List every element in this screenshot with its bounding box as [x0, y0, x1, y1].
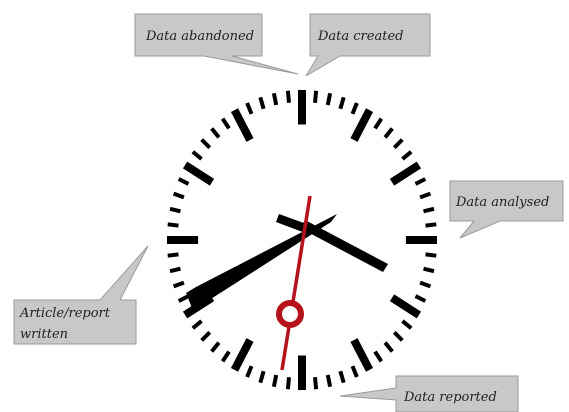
minute-tick	[271, 374, 279, 388]
hour-tick	[350, 108, 374, 142]
minute-tick	[271, 92, 279, 106]
minute-tick	[169, 266, 181, 274]
minute-tick	[383, 341, 394, 353]
callout-data-abandoned: Data abandoned	[134, 13, 299, 75]
minute-tick	[258, 96, 266, 110]
hour-tick	[182, 161, 215, 186]
clock-ticks	[167, 90, 437, 390]
minute-tick	[200, 138, 212, 150]
callout-bubble	[449, 180, 564, 239]
hour-hand	[300, 220, 388, 272]
hour-tick	[230, 108, 254, 142]
callout-label: Data reported	[403, 390, 497, 405]
minute-tick	[419, 280, 432, 289]
minute-tick	[285, 90, 291, 103]
minute-tick	[350, 365, 359, 378]
minute-tick	[200, 330, 212, 342]
minute-tick	[373, 350, 384, 363]
minute-tick	[191, 150, 203, 161]
minute-tick	[401, 150, 413, 161]
callout-bubble	[13, 245, 149, 345]
minute-tick	[414, 294, 427, 303]
callout-label-line-1: Article/report	[19, 306, 111, 321]
callout-data-analysed: Data analysed	[449, 180, 564, 239]
minute-tick	[169, 206, 181, 214]
minute-tick	[350, 102, 359, 115]
callout-data-reported: Data reported	[339, 375, 519, 412]
minute-tick	[423, 206, 435, 214]
second-hand	[280, 195, 312, 371]
minute-tick	[245, 102, 254, 115]
minute-hand	[186, 214, 337, 308]
callout-bubble	[305, 13, 431, 77]
callout-data-created: Data created	[305, 13, 431, 77]
callout-label: Data analysed	[455, 195, 549, 210]
minute-tick	[392, 138, 404, 150]
minute-tick	[167, 222, 179, 228]
minute-tick	[172, 191, 185, 200]
minute-tick	[414, 177, 427, 186]
minute-tick	[245, 365, 254, 378]
minute-tick	[383, 127, 394, 139]
hour-tick	[350, 338, 374, 372]
hour-tick	[389, 294, 422, 319]
clock-hands	[186, 195, 388, 371]
minute-tick	[177, 294, 190, 303]
minute-tick	[419, 191, 432, 200]
minute-tick	[401, 319, 413, 330]
minute-tick	[220, 117, 231, 130]
callout-label: Data abandoned	[145, 29, 254, 44]
minute-tick	[285, 377, 291, 390]
callout-article-report-written: Article/report written	[13, 245, 149, 345]
minute-tick	[220, 350, 231, 363]
minute-tick	[325, 92, 333, 106]
minute-tick	[325, 374, 333, 388]
minute-tick	[425, 222, 437, 228]
minute-tick	[167, 252, 179, 258]
minute-tick	[172, 280, 185, 289]
minute-tick	[338, 370, 346, 384]
minute-tick	[313, 377, 319, 390]
callout-label: Data created	[317, 29, 403, 44]
minute-tick	[373, 117, 384, 130]
hour-tick	[389, 161, 422, 186]
minute-tick	[210, 127, 221, 139]
minute-tick	[177, 177, 190, 186]
callout-bubble	[134, 13, 299, 75]
minute-tick	[313, 90, 319, 103]
second-hand-counterweight	[276, 300, 304, 328]
minute-tick	[210, 341, 221, 353]
minute-tick	[423, 266, 435, 274]
minute-tick	[258, 370, 266, 384]
minute-tick	[338, 96, 346, 110]
minute-tick	[392, 330, 404, 342]
hour-tick	[230, 338, 254, 372]
minute-tick	[425, 252, 437, 258]
callout-bubble	[339, 375, 519, 412]
minute-tick	[191, 319, 203, 330]
callout-label-line-2: written	[20, 327, 68, 342]
